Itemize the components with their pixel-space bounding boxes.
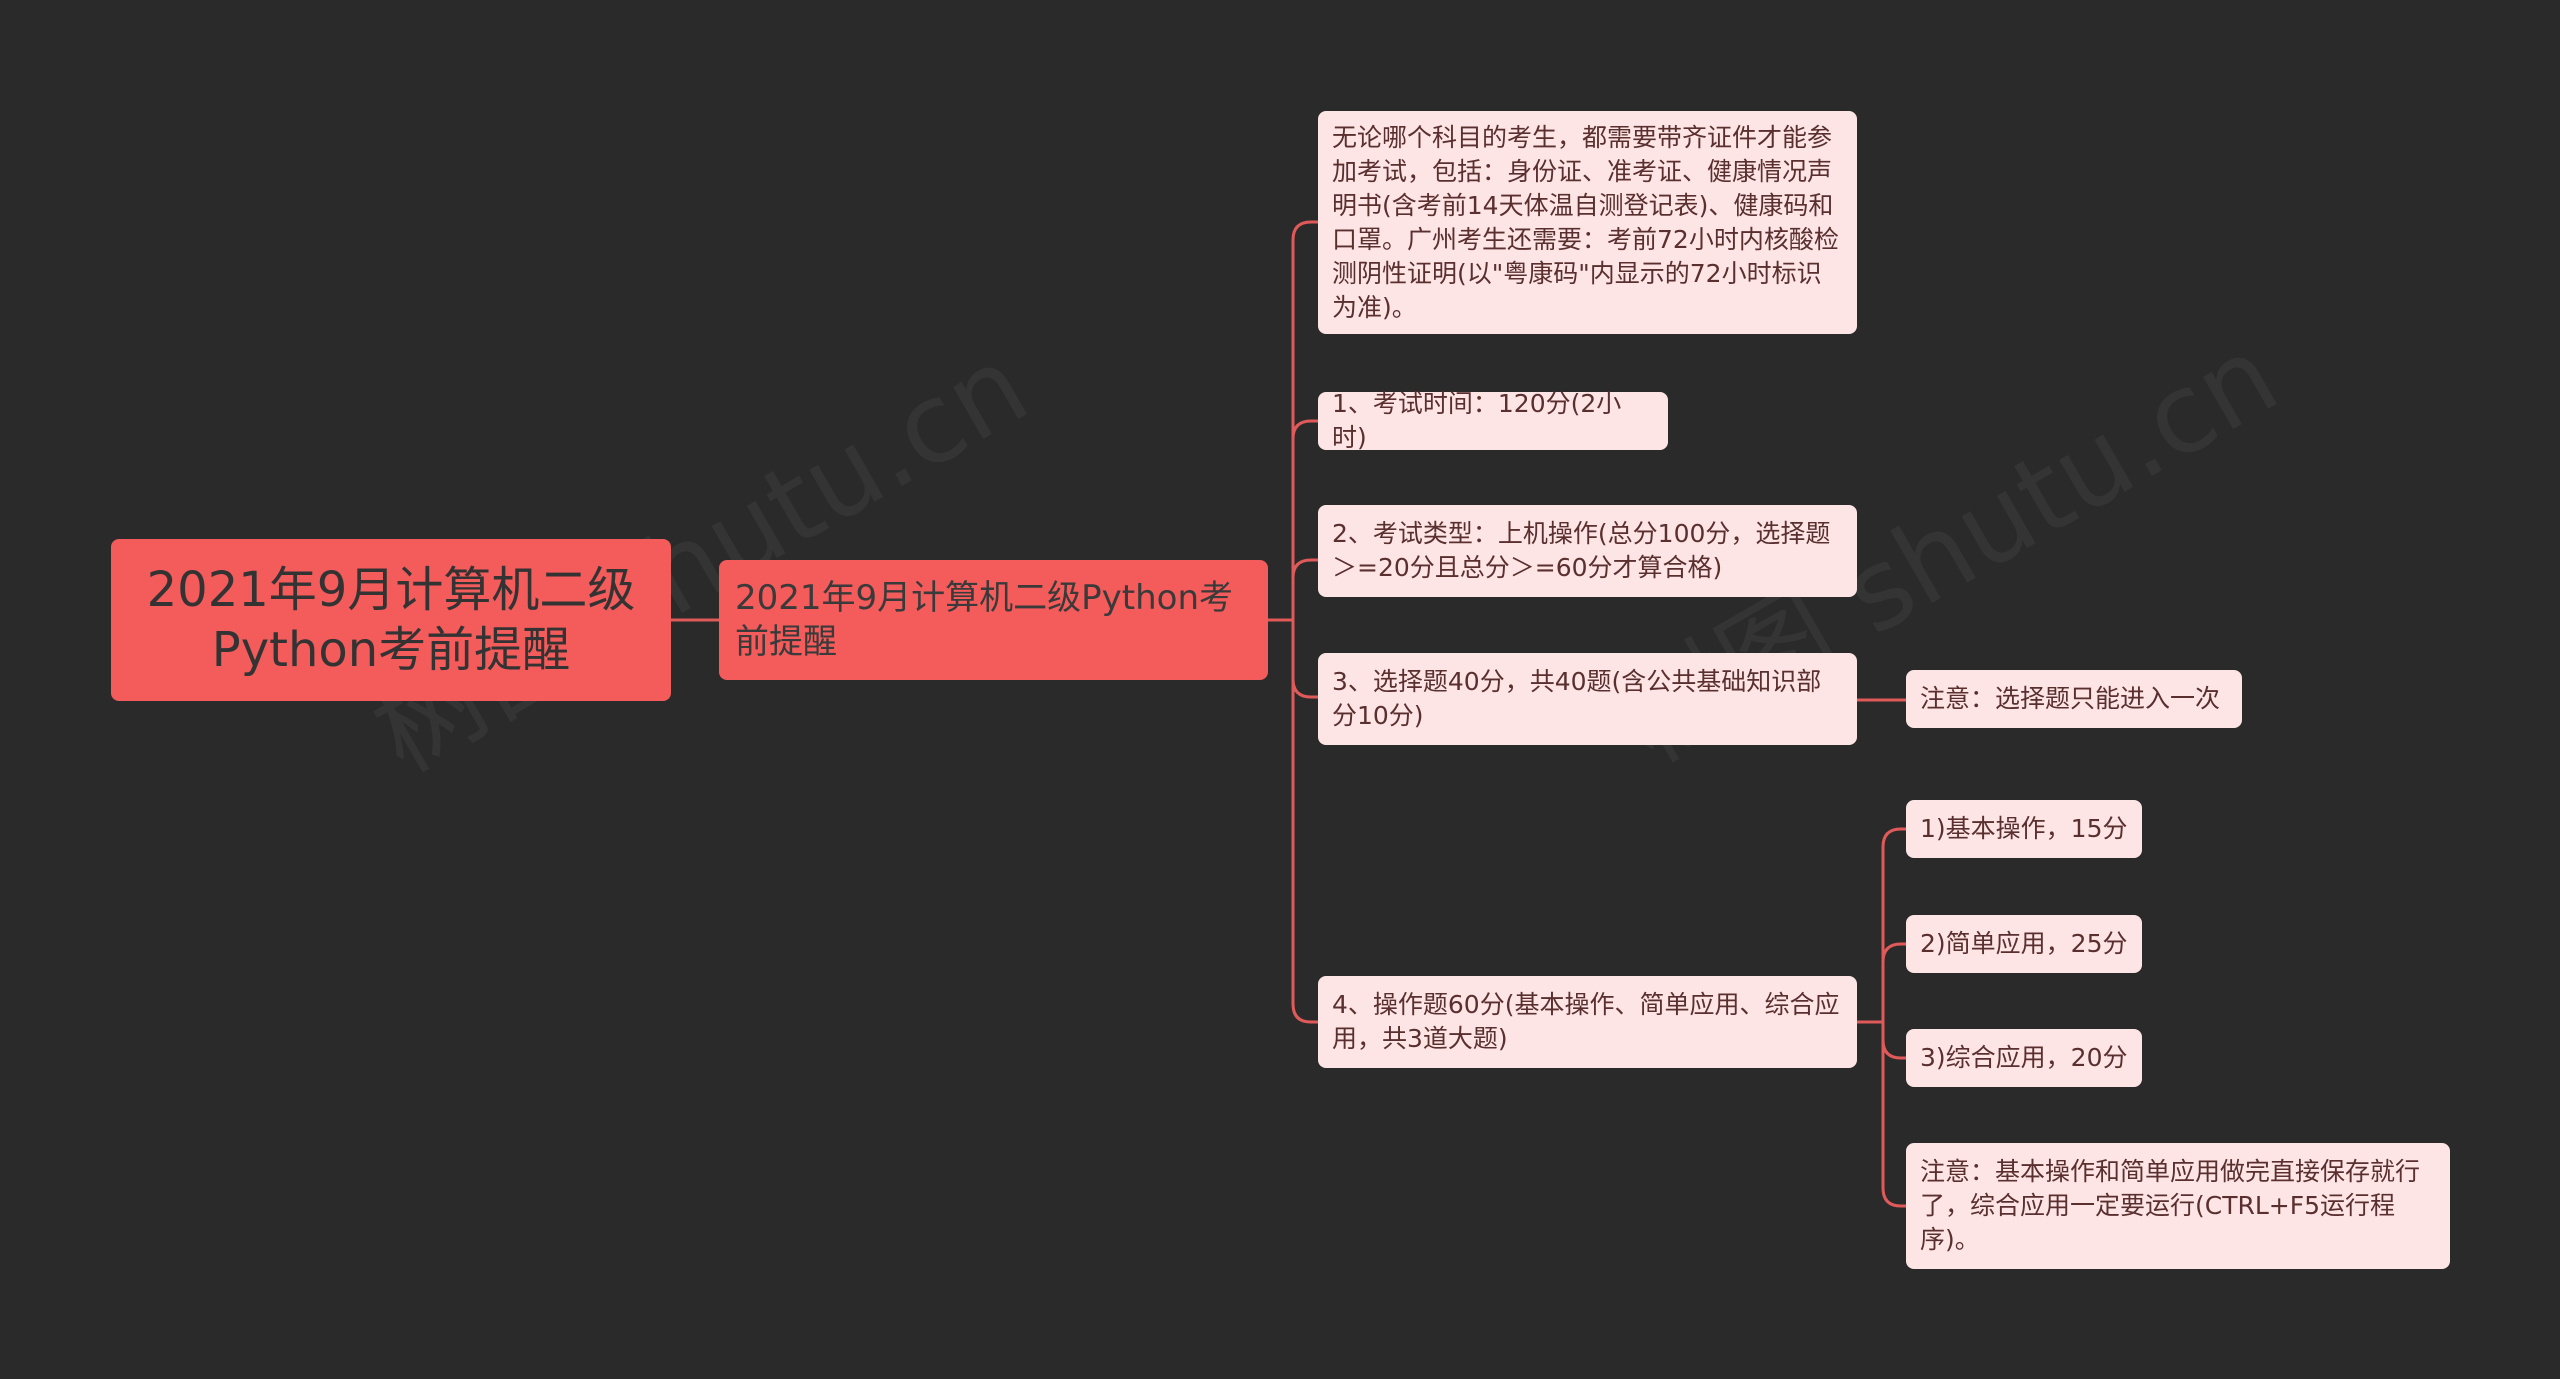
root-topic[interactable]: 2021年9月计算机二级Python考前提醒	[111, 539, 671, 701]
root-topic-label: 2021年9月计算机二级Python考前提醒	[146, 562, 636, 678]
item-multiple-choice[interactable]: 3、选择题40分，共40题(含公共基础知识部分10分)	[1318, 653, 1857, 745]
item-4-to-child-3	[1881, 1022, 1906, 1208]
item-operation[interactable]: 4、操作题60分(基本操作、简单应用、综合应用，共3道大题)	[1318, 976, 1857, 1068]
sub-basic-operation[interactable]: 1)基本操作，15分	[1906, 800, 2142, 858]
trunk-to-item-1	[1291, 419, 1318, 620]
sub-comprehensive-application[interactable]: 3)综合应用，20分	[1906, 1029, 2142, 1087]
note-choice-once[interactable]: 注意：选择题只能进入一次	[1906, 670, 2242, 728]
trunk-to-item-4	[1291, 620, 1318, 1024]
item-exam-type-text: 2、考试类型：上机操作(总分100分，选择题＞=20分且总分＞=60分才算合格)	[1332, 519, 1831, 582]
main-branch-label: 2021年9月计算机二级Python考前提醒	[735, 578, 1234, 662]
note-save-and-run[interactable]: 注意：基本操作和简单应用做完直接保存就行了，综合应用一定要运行(CTRL+F5运…	[1906, 1143, 2450, 1269]
trunk-to-item-2	[1291, 558, 1318, 620]
sub-simple-application-text: 2)简单应用，25分	[1920, 929, 2128, 958]
sub-comprehensive-application-text: 3)综合应用，20分	[1920, 1043, 2128, 1072]
item-multiple-choice-text: 3、选择题40分，共40题(含公共基础知识部分10分)	[1332, 667, 1822, 730]
item-documents[interactable]: 无论哪个科目的考生，都需要带齐证件才能参加考试，包括：身份证、准考证、健康情况声…	[1318, 111, 1857, 334]
item-exam-type[interactable]: 2、考试类型：上机操作(总分100分，选择题＞=20分且总分＞=60分才算合格)	[1318, 505, 1857, 597]
item-4-to-child-2	[1881, 1022, 1906, 1060]
note-choice-once-text: 注意：选择题只能进入一次	[1920, 684, 2221, 713]
item-exam-time-text: 1、考试时间：120分(2小时)	[1332, 389, 1622, 452]
note-save-and-run-text: 注意：基本操作和简单应用做完直接保存就行了，综合应用一定要运行(CTRL+F5运…	[1920, 1157, 2421, 1254]
main-branch[interactable]: 2021年9月计算机二级Python考前提醒	[719, 560, 1268, 680]
trunk-to-item-0	[1291, 220, 1318, 620]
sub-simple-application[interactable]: 2)简单应用，25分	[1906, 915, 2142, 973]
item-exam-time[interactable]: 1、考试时间：120分(2小时)	[1318, 389, 1668, 452]
item-documents-text: 无论哪个科目的考生，都需要带齐证件才能参加考试，包括：身份证、准考证、健康情况声…	[1332, 122, 1839, 322]
item-operation-text: 4、操作题60分(基本操作、简单应用、综合应用，共3道大题)	[1332, 990, 1840, 1053]
item-4-to-child-1	[1881, 942, 1906, 1022]
sub-basic-operation-text: 1)基本操作，15分	[1920, 814, 2128, 843]
trunk-to-item-3	[1291, 620, 1318, 699]
item-4-to-child-0	[1881, 827, 1906, 1022]
